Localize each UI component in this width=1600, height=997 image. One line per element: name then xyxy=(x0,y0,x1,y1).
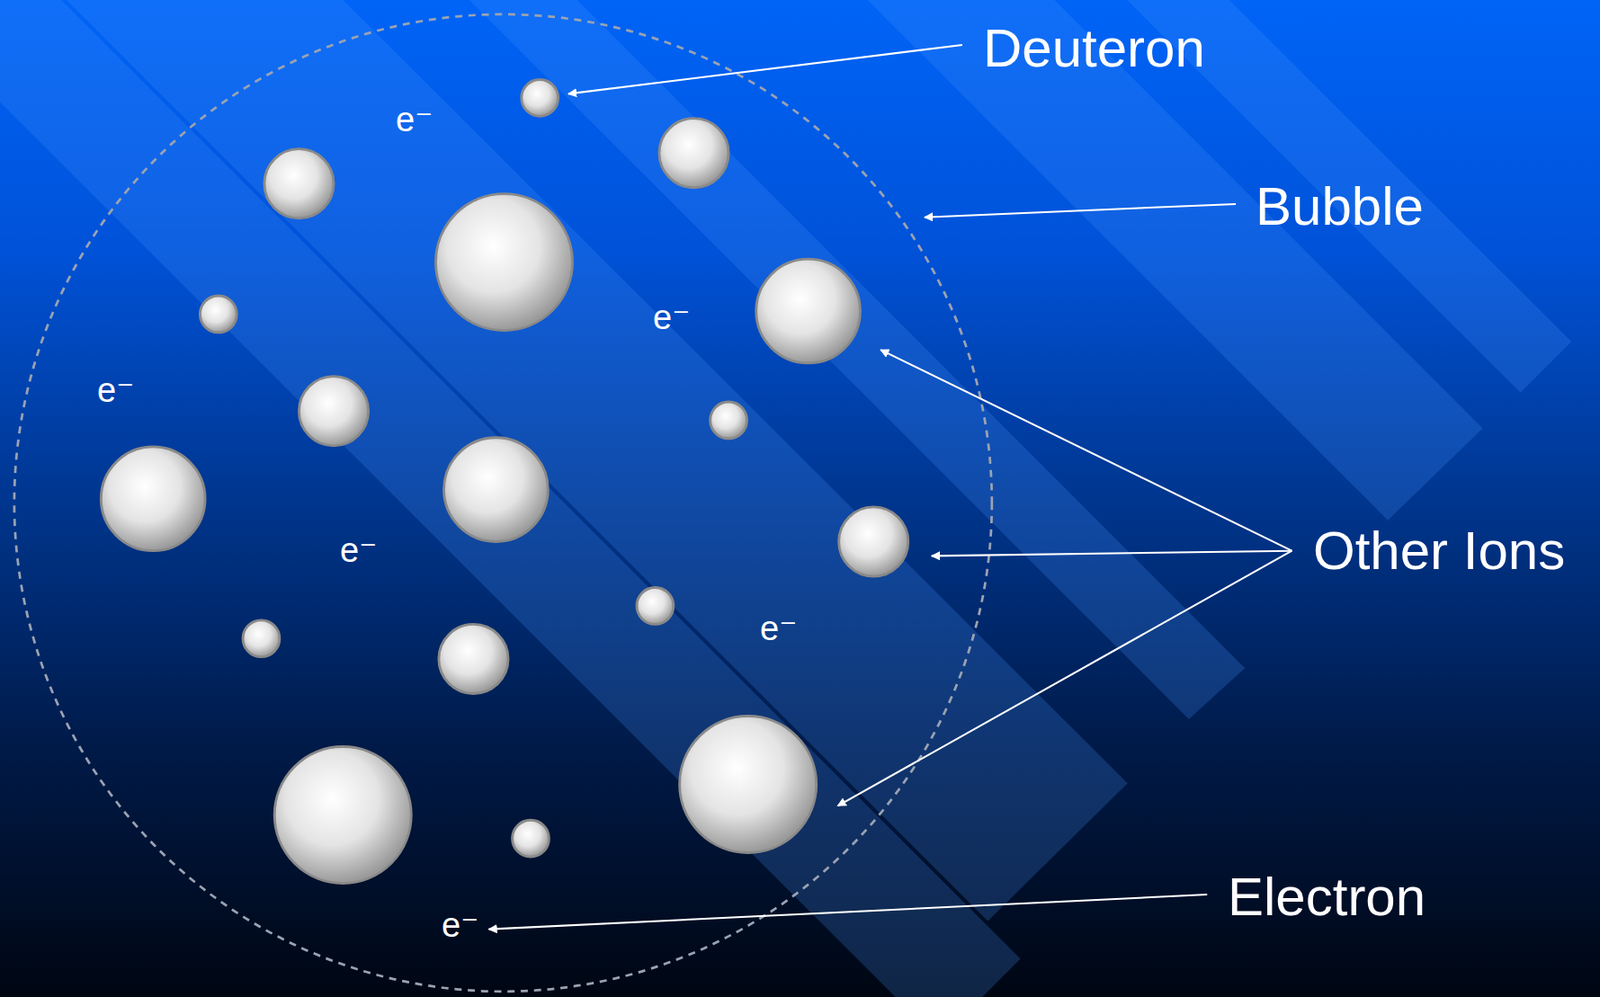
callout-label: Deuteron xyxy=(983,18,1206,79)
ion-sphere xyxy=(242,620,280,658)
callout-label: Other Ions xyxy=(1313,521,1565,582)
ion-sphere xyxy=(659,118,729,188)
electron-symbol: e⁻ xyxy=(339,532,377,571)
leader-lines xyxy=(488,44,1292,930)
ion-sphere xyxy=(839,507,909,577)
leader-line xyxy=(924,204,1236,218)
callout-label: Electron xyxy=(1227,867,1426,928)
leader-line xyxy=(880,349,1292,552)
electron-symbol: e⁻ xyxy=(652,299,690,338)
ion-sphere xyxy=(444,437,549,543)
leader-line xyxy=(488,894,1207,930)
ion-sphere xyxy=(636,588,674,626)
ion-sphere xyxy=(710,402,748,439)
electron-symbol: e⁻ xyxy=(97,372,135,411)
light-band xyxy=(0,0,1021,997)
bubble-outline xyxy=(14,14,993,993)
ion-sphere xyxy=(438,624,509,694)
ions xyxy=(100,79,908,884)
ion-sphere xyxy=(435,194,573,331)
leader-line xyxy=(568,44,963,94)
electron-symbol: e⁻ xyxy=(759,610,797,649)
ion-sphere xyxy=(199,295,237,333)
ion-sphere xyxy=(756,259,861,364)
leader-line xyxy=(931,551,1293,557)
leader-line xyxy=(838,551,1293,807)
electron-symbol: e⁻ xyxy=(441,907,479,946)
ion-sphere xyxy=(298,376,368,447)
ion-sphere xyxy=(264,149,334,219)
callout-label: Bubble xyxy=(1255,177,1424,237)
ion-sphere xyxy=(512,820,550,858)
deuteron-sphere xyxy=(521,79,559,117)
ion-sphere xyxy=(100,446,206,552)
ion-sphere xyxy=(679,715,817,853)
ion-sphere xyxy=(274,747,412,885)
electron-symbol: e⁻ xyxy=(395,101,433,140)
